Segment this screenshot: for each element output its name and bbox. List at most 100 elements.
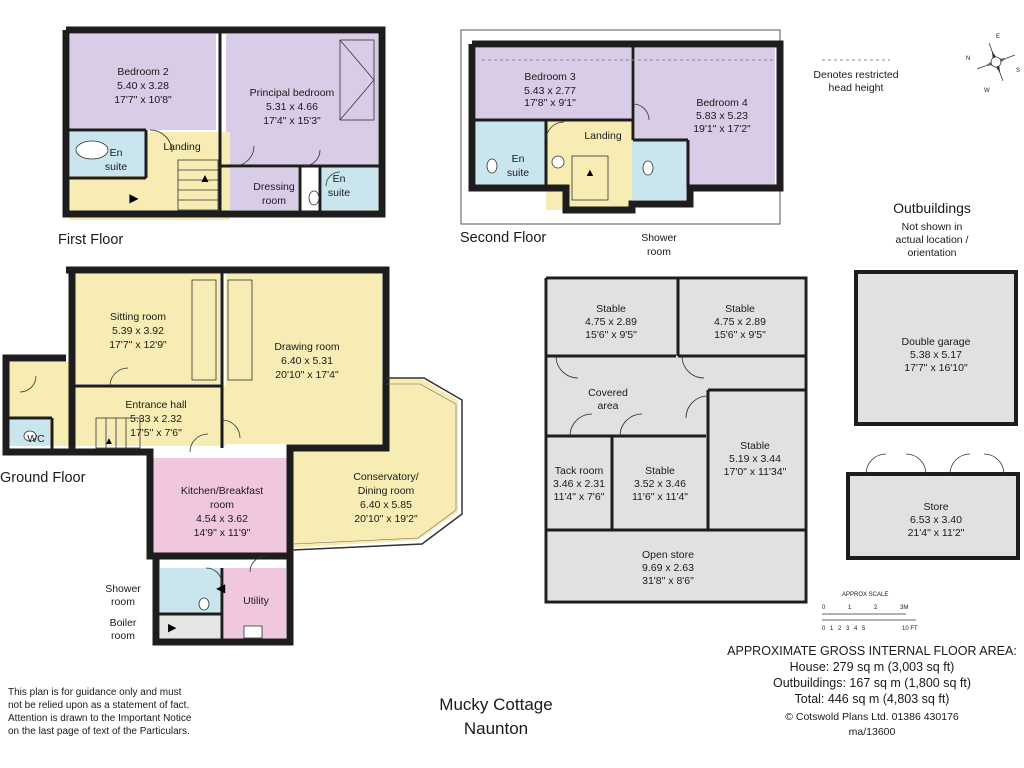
- bedroom-4-name: Bedroom 4: [696, 97, 748, 109]
- drawing-room-imperial: 20'10" x 17'4": [275, 369, 339, 381]
- disclaimer-line: on the last page of text of the Particul…: [8, 726, 190, 737]
- conservatory-name: Conservatory/: [353, 471, 418, 483]
- arrow-right: ▶: [168, 622, 177, 634]
- toilet-icon: [486, 158, 498, 174]
- washer-icon: [551, 155, 565, 169]
- conservatory-name-2: Dining room: [358, 485, 415, 497]
- legend-text-2: head height: [829, 82, 884, 94]
- area-heading: APPROXIMATE GROSS INTERNAL FLOOR AREA:: [727, 644, 1017, 658]
- stable-4-imperial: 11'6" x 11'4": [632, 491, 688, 503]
- principal-bedroom-imperial: 17'4" x 15'3": [263, 115, 321, 127]
- kitchen-name: Kitchen/Breakfast: [181, 485, 263, 497]
- stair-ground: [95, 417, 141, 449]
- stable-block-walls: [544, 276, 808, 604]
- door-arc: [865, 453, 887, 475]
- disclaimer-line: not be relied upon as a statement of fac…: [8, 700, 190, 711]
- legend-text-1: Denotes restricted: [813, 69, 898, 81]
- area-outbuildings: Outbuildings: 167 sq m (1,800 sq ft): [773, 676, 971, 690]
- door-arc: [949, 453, 971, 475]
- door-arc: [545, 121, 565, 141]
- second-floor-label: Second Floor: [460, 230, 546, 246]
- scale-ft-0: 0: [822, 626, 826, 632]
- bedroom-2-imperial: 17'7" x 10'8": [114, 94, 172, 106]
- door-arc: [685, 395, 709, 419]
- scale-m-1: 1: [848, 605, 852, 611]
- door-arc: [569, 413, 593, 437]
- plan-reference: ma/13600: [849, 726, 896, 738]
- bedroom-3-area: [476, 48, 631, 120]
- shower-room-2-area: [632, 140, 686, 200]
- door-arc: [19, 375, 37, 393]
- disclaimer: This plan is for guidance only and must …: [8, 686, 191, 738]
- door-arc: [221, 419, 241, 439]
- ensuite-2-area: [322, 166, 378, 210]
- area-total: Total: 446 sq m (4,803 sq ft): [795, 692, 950, 706]
- scale-ft-5: 5: [862, 626, 866, 632]
- sink-icon: [243, 625, 263, 639]
- store-imperial: 21'4" x 11'2": [908, 527, 965, 539]
- ensuite-2-name: En: [333, 173, 346, 185]
- scale-m-2: 2: [874, 605, 878, 611]
- door-arc: [303, 149, 321, 167]
- bath-icon: [75, 140, 109, 160]
- scale-m-3: 3M: [900, 605, 908, 611]
- bedroom-3-imperial: 17'8" x 9'1": [524, 97, 576, 109]
- shower-room-2-name-2: room: [647, 246, 671, 258]
- outbuildings-note-2: actual location /: [896, 234, 969, 246]
- disclaimer-line: This plan is for guidance only and must: [8, 687, 182, 698]
- shower-room-1-name: Shower: [105, 583, 141, 595]
- stable-block-area: [548, 280, 804, 600]
- door-arc: [983, 453, 1005, 475]
- door-arc: [632, 103, 650, 121]
- kitchen-metric: 4.54 x 3.62: [196, 513, 248, 525]
- store-plan: Store 6.53 x 3.40 21'4" x 11'2": [846, 453, 1020, 560]
- stair-2: [571, 155, 609, 201]
- property-name: Mucky Cottage: [439, 695, 552, 714]
- built-in-cupboard: [227, 279, 253, 381]
- shower-room-2-name: Shower: [641, 232, 677, 244]
- second-floor-plan: ▲ Bedroom 3 5.43 x 2.77 17'8" x 9'1" Bed…: [460, 29, 784, 258]
- ground-floor-plan: ▲ ◀ ▶ Sitting room 5.39 x 3.92 17'7" x 1…: [0, 266, 463, 646]
- scale-bar: APPROX SCALE 0 1 2 3M 0 1 2 3 4 5 10 FT: [822, 592, 918, 632]
- ensuite-3-name: En: [512, 153, 525, 165]
- tack-room-metric: 3.46 x 2.31: [553, 478, 605, 490]
- stable-2-metric: 4.75 x 2.89: [714, 316, 766, 328]
- door-arc: [619, 413, 643, 437]
- bedroom-4-metric: 5.83 x 5.23: [696, 110, 748, 122]
- scale-ft-10: 10 FT: [902, 626, 918, 632]
- scale-ft-3: 3: [846, 626, 850, 632]
- stable-4-name: Stable: [645, 465, 675, 477]
- utility-name: Utility: [243, 595, 269, 607]
- principal-bedroom-name: Principal bedroom: [250, 87, 335, 99]
- compass-w: W: [984, 88, 990, 94]
- compass-n: N: [966, 56, 970, 62]
- toilet-icon: [198, 597, 210, 611]
- covered-area-name: Covered: [588, 387, 628, 399]
- landing-1-name: Landing: [163, 141, 201, 153]
- dressing-room-area: [230, 168, 298, 210]
- door-arc: [233, 145, 255, 167]
- door-arc: [189, 433, 209, 453]
- scale-m-0: 0: [822, 605, 826, 611]
- dressing-room-name-2: room: [262, 195, 286, 207]
- garage-name: Double garage: [902, 336, 971, 348]
- floor-area-summary: APPROXIMATE GROSS INTERNAL FLOOR AREA: H…: [727, 644, 1017, 738]
- arrow-left: ◀: [216, 581, 226, 595]
- copyright: © Cotswold Plans Ltd. 01386 430176: [785, 711, 959, 723]
- first-floor-label: First Floor: [58, 232, 123, 248]
- scale-title: APPROX SCALE: [842, 592, 888, 598]
- ensuite-3-area: [476, 120, 546, 186]
- ensuite-1-name-2: suite: [105, 161, 127, 173]
- open-store-name: Open store: [642, 549, 694, 561]
- stable-1-metric: 4.75 x 2.89: [585, 316, 637, 328]
- ensuite-1-name: En: [110, 147, 123, 159]
- toilet-icon: [308, 190, 320, 206]
- shower-room-1-area: [160, 568, 222, 614]
- principal-bedroom-metric: 5.31 x 4.66: [266, 101, 318, 113]
- stair-arrow-right: ▶: [129, 191, 139, 205]
- scale-ft-4: 4: [854, 626, 858, 632]
- ensuite-3-name-2: suite: [507, 167, 529, 179]
- conservatory-imperial: 20'10" x 19'2": [354, 513, 418, 525]
- sitting-room-metric: 5.39 x 3.92: [112, 325, 164, 337]
